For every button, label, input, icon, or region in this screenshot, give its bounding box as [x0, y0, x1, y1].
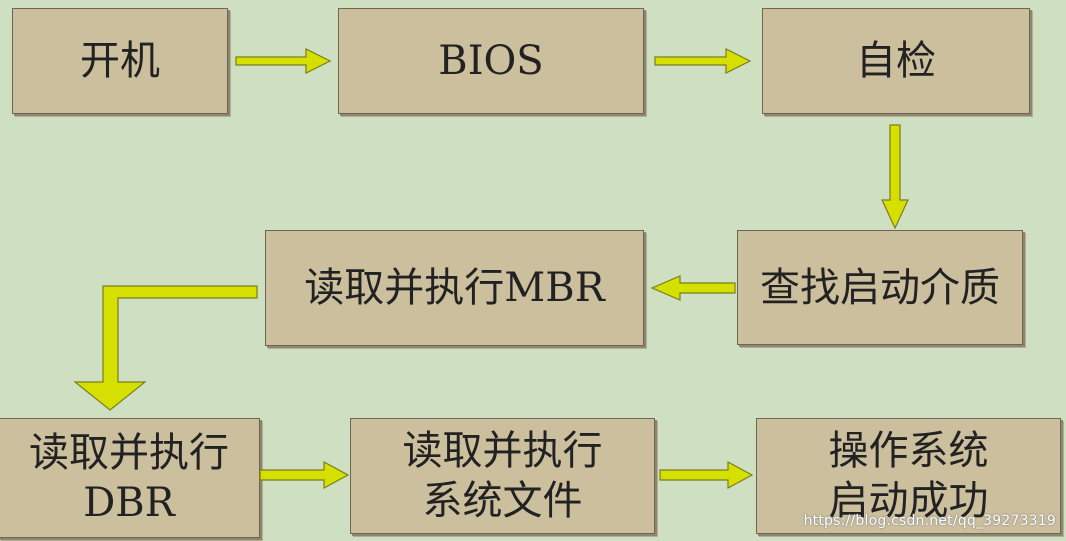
- arrow-right-icon: [235, 48, 332, 74]
- node-power-on-label: 开机: [80, 38, 160, 84]
- node-find-boot-media: 查找启动介质: [737, 230, 1023, 345]
- node-self-check-label: 自检: [856, 38, 936, 84]
- node-power-on: 开机: [12, 8, 228, 114]
- node-read-exec-mbr: 读取并执行MBR: [265, 230, 644, 346]
- arrow-left-icon: [650, 275, 736, 301]
- node-bios-label: BIOS: [438, 38, 544, 84]
- watermark: https://blog.csdn.net/qq_39273319: [803, 513, 1056, 529]
- node-read-exec-dbr-label: 读取并执行 DBR: [29, 430, 229, 526]
- node-self-check: 自检: [762, 8, 1030, 114]
- node-read-exec-system-files: 读取并执行 系统文件: [350, 418, 655, 534]
- arrow-bent-down-icon: [73, 285, 258, 411]
- arrow-down-icon: [881, 124, 909, 230]
- arrow-right-icon: [654, 48, 752, 74]
- node-bios: BIOS: [338, 8, 644, 114]
- node-read-exec-system-files-label: 读取并执行 系统文件: [402, 428, 603, 524]
- node-find-boot-media-label: 查找启动介质: [760, 264, 1000, 311]
- arrow-right-icon: [659, 460, 754, 490]
- node-read-exec-dbr: 读取并执行 DBR: [0, 418, 260, 538]
- node-read-exec-mbr-label: 读取并执行MBR: [304, 265, 605, 311]
- arrow-right-icon: [259, 460, 350, 490]
- node-os-boot-success-label: 操作系统 启动成功: [828, 428, 989, 524]
- node-os-boot-success: 操作系统 启动成功: [756, 418, 1061, 534]
